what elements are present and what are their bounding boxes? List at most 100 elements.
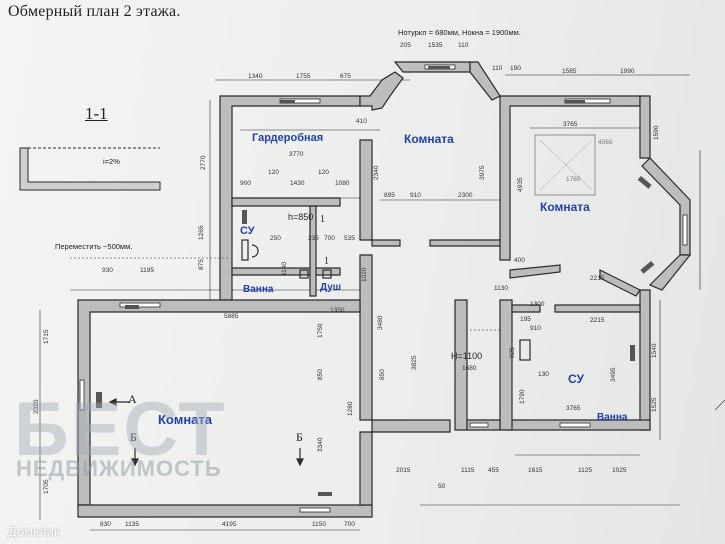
dim-label: 1340 [248,73,263,80]
dim-label: 1140 [281,262,288,276]
dim-label: 1125 [578,467,592,474]
section-mark-a: А [128,392,137,406]
dim-label: 1265 [198,225,205,240]
dim-label: 1615 [528,467,543,474]
dim-label: 1535 [428,42,443,49]
sill-height-note: h=850 [288,212,314,222]
dim-label: 1680 [462,365,477,372]
dim-label: 850 [379,369,386,380]
dim-label: 700 [324,235,335,242]
dim-label: 3765 [566,405,581,412]
section-mark-one: 1 [320,214,325,225]
dim-label: 120 [318,169,329,176]
dim-label: 130 [538,371,549,378]
dim-label: 3480 [377,315,384,330]
dim-label: 1115 [461,467,475,474]
room-label-room-top: Комната [404,132,454,146]
dim-label: 895 [384,192,395,199]
dim-label: 5885 [224,313,239,320]
watermark-big: БЕСТ [14,387,227,472]
height-note: Нотуркл = 680мм, Нокна = 1900мм. [398,28,521,37]
dim-label: 1790 [519,389,526,404]
dim-label: 2770 [200,155,207,170]
dim-label: 235 [308,235,319,242]
dim-label: 1280 [347,401,354,416]
dim-label: 110 [458,42,469,49]
sketch-note: 4565 [598,139,613,146]
dim-label: 825 [509,347,516,358]
dim-label: 1755 [296,73,311,80]
dim-label: 455 [488,467,499,474]
dim-label: 3825 [411,355,418,370]
dim-label: 2300 [458,192,473,199]
dim-label: 675 [340,73,351,80]
room-label-bath-left: Ванна [243,284,274,295]
dim-label: 1150 [312,521,326,528]
section-mark-one-2: 1 [324,256,329,267]
dim-label: 1750 [317,323,324,338]
room-label-shower: Душ [320,282,342,293]
dim-label: 850 [317,369,324,380]
dim-label: 2215 [590,275,605,282]
dim-label: 250 [270,235,281,242]
dim-label: 1300 [530,301,545,308]
dim-label: 110 [492,65,503,72]
dim-label: 1990 [620,68,635,75]
dim-label: 400 [514,257,525,264]
dim-label: 910 [530,325,541,332]
dim-label: 900 [240,180,251,187]
document-title: Обмерный план 2 этажа. [8,3,181,20]
dim-label: 3765 [563,121,578,128]
dim-label: 2215 [590,317,605,324]
dim-label: 1590 [653,125,660,140]
room-label-wc-left: СУ [240,225,255,237]
dim-label: 3975 [479,165,486,180]
sill-height-note-2: H=1100 [451,351,483,361]
dim-label: 2015 [396,467,411,474]
dim-label: 830 [100,521,111,528]
dim-label: 1080 [335,180,350,187]
dim-label: 3340 [317,437,324,452]
section-mark-b2: Б [296,430,303,444]
dim-label: 910 [410,192,421,199]
dim-label: 875 [198,259,205,270]
dim-label: 2340 [373,165,380,180]
dim-label: 1715 [43,329,50,344]
domclick-watermark: Домклик [8,524,60,539]
watermark-logo: БЕСТ НЕДВИЖИМОСТЬ [14,392,264,497]
dim-label: 410 [356,118,367,125]
dim-label: 4935 [517,177,524,192]
dim-label: 50 [438,483,446,490]
dim-label: 195 [520,316,531,323]
room-label-wc-right: СУ [568,372,584,386]
section-mark-b1: Б [130,430,137,444]
room-label-room-right: Комната [540,200,590,214]
watermark-sub: НЕДВИЖИМОСТЬ [16,456,222,481]
section-label: 1-1 [85,104,108,123]
room-label-bath-right: Ванна [597,412,628,423]
dim-label: 3495 [610,367,617,382]
dim-label: 1135 [125,521,139,528]
dim-label: 190 [510,65,521,72]
dim-label: 535 [344,235,355,242]
dim-label: 1350 [330,307,345,314]
dim-label: 1430 [290,180,305,187]
dim-label: 1525 [651,397,658,412]
dim-label: 4195 [222,521,237,528]
move-note: Переместить ~500мм. [55,242,133,251]
room-label-room-left: Комната [158,412,212,427]
dim-label: 1020 [361,267,368,282]
dim-label: 1195 [140,267,154,274]
room-label-wardrobe: Гардеробная [252,132,324,144]
dim-label: 700 [344,521,355,528]
slope-note: i=2% [103,157,120,166]
sketch-note-2: 1760 [566,176,581,183]
dim-label: 1130 [494,285,508,292]
dim-label: 930 [102,267,113,274]
dim-label: 1025 [612,467,627,474]
dim-label: 205 [400,42,411,49]
dim-label: 1540 [651,343,658,358]
dim-label: 3770 [289,151,304,158]
dim-label: 1585 [562,68,577,75]
